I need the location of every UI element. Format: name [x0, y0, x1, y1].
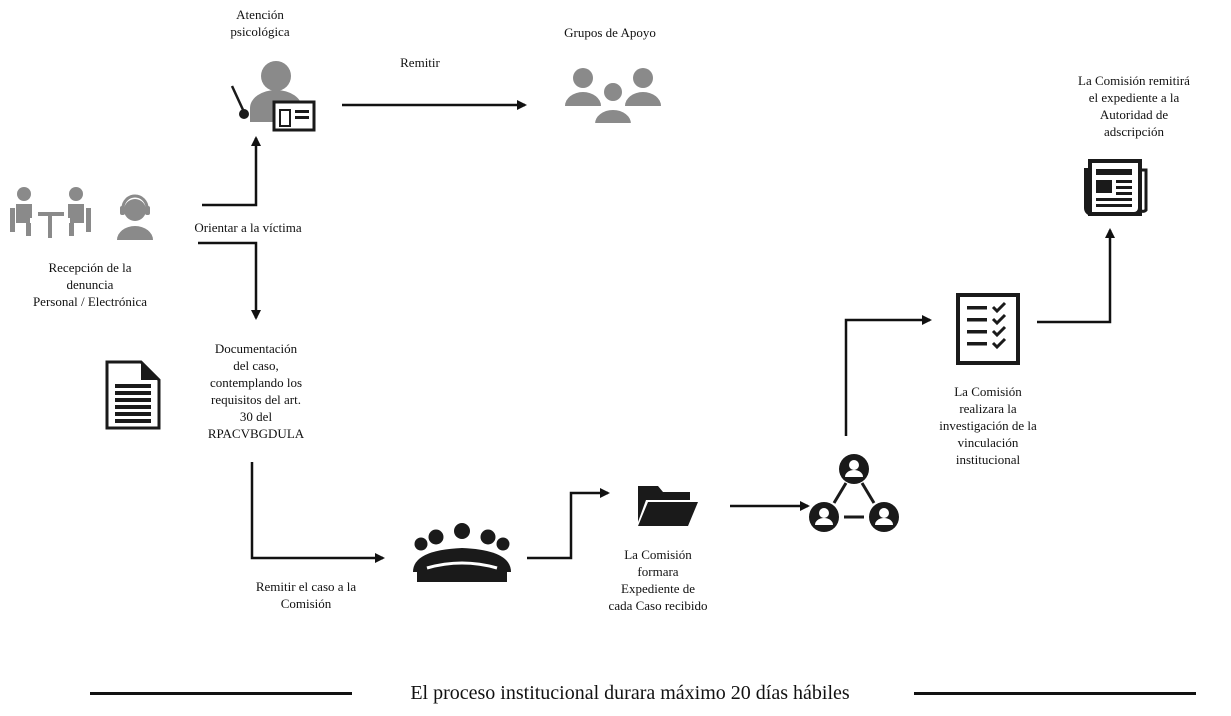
- headset-operator-icon: [117, 194, 153, 240]
- label-expediente: La Comisión formara Expediente de cada C…: [608, 547, 708, 613]
- teacher-presentation-icon: [230, 61, 316, 132]
- arrow-to-autoridad: [1037, 228, 1115, 324]
- label-grupos-de-apoyo: Grupos de Apoyo: [564, 25, 656, 40]
- arrow-to-comision: [250, 462, 385, 563]
- label-atencion-psicologica: Atención psicológica: [230, 7, 290, 39]
- label-orientar-victima: Orientar a la víctima: [194, 220, 302, 235]
- label-remitir: Remitir: [400, 55, 440, 70]
- label-comision-remitira: La Comisión remitirá el expediente a la …: [1078, 73, 1190, 139]
- footer-line-left: [90, 692, 352, 695]
- newspaper-icon: [1084, 159, 1148, 216]
- footer-line-right: [914, 692, 1196, 695]
- footer-text: El proceso institucional durara máximo 2…: [410, 682, 850, 704]
- label-recepcion-denuncia: Recepción de la denuncia Personal / Elec…: [32, 260, 148, 309]
- document-icon: [105, 360, 161, 430]
- arrow-to-investigacion: [844, 315, 932, 436]
- checklist-icon: [956, 293, 1020, 365]
- support-group-icon: [565, 68, 661, 125]
- label-remitir-caso: Remitir el caso a la Comisión: [255, 579, 357, 611]
- label-investigacion: La Comisión realizara la investigación d…: [939, 384, 1037, 467]
- footer: El proceso institucional durara máximo 2…: [0, 676, 1231, 716]
- arrow-to-atencion: [202, 136, 261, 207]
- label-documentacion-caso: Documentación del caso, contemplando los…: [207, 341, 305, 441]
- folder-icon: [638, 486, 698, 526]
- arrow-to-expediente: [527, 488, 610, 560]
- people-network-icon: [809, 454, 899, 532]
- meeting-desk-icon: [10, 187, 91, 238]
- meeting-table-icon: [413, 523, 511, 582]
- arrow-to-documentacion: [198, 241, 261, 320]
